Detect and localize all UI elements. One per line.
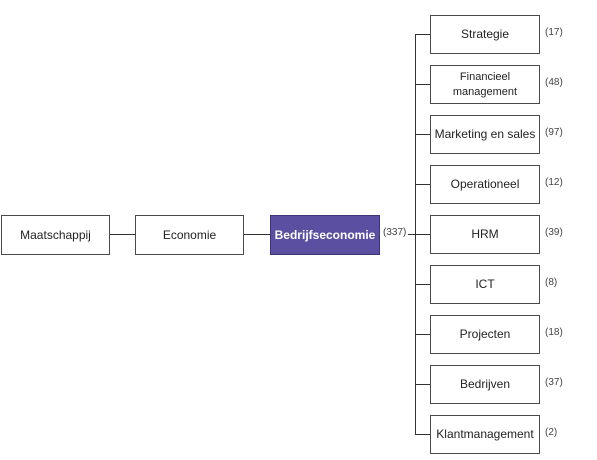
branch-line bbox=[416, 384, 430, 385]
child-node[interactable]: Financieel management bbox=[430, 65, 540, 104]
child-count: (17) bbox=[545, 27, 563, 38]
connector-line bbox=[408, 234, 416, 235]
child-count: (39) bbox=[545, 227, 563, 238]
child-count: (37) bbox=[545, 377, 563, 388]
child-node-label: Marketing en sales bbox=[434, 127, 536, 141]
child-node[interactable]: Operationeel bbox=[430, 165, 540, 204]
connector-line bbox=[110, 234, 135, 235]
node-label: Maatschappij bbox=[20, 227, 91, 242]
node-maatschappij[interactable]: Maatschappij bbox=[1, 215, 110, 255]
child-node[interactable]: HRM bbox=[430, 215, 540, 254]
node-economie[interactable]: Economie bbox=[135, 215, 244, 255]
node-bedrijfseconomie-current[interactable]: Bedrijfseconomie bbox=[270, 215, 380, 255]
child-count: (48) bbox=[545, 77, 563, 88]
child-node-label: Financieel management bbox=[452, 70, 518, 98]
branch-line bbox=[416, 34, 430, 35]
child-node[interactable]: Projecten bbox=[430, 315, 540, 354]
child-node-label: HRM bbox=[471, 227, 499, 241]
child-node[interactable]: Bedrijven bbox=[430, 365, 540, 404]
current-count: (337) bbox=[383, 227, 407, 238]
connector-line bbox=[244, 234, 270, 235]
child-node[interactable]: Strategie bbox=[430, 15, 540, 54]
child-count: (2) bbox=[545, 427, 558, 438]
child-node[interactable]: ICT bbox=[430, 265, 540, 304]
branch-line bbox=[416, 234, 430, 235]
branch-trunk bbox=[415, 34, 416, 435]
branch-line bbox=[416, 334, 430, 335]
child-node-label: Bedrijven bbox=[459, 377, 511, 391]
child-node-label: Projecten bbox=[459, 327, 511, 341]
branch-line bbox=[416, 84, 430, 85]
child-node-label: Operationeel bbox=[450, 177, 520, 191]
node-label: Economie bbox=[162, 227, 217, 242]
child-count: (18) bbox=[545, 327, 563, 338]
child-node[interactable]: Marketing en sales bbox=[430, 115, 540, 154]
node-label: Bedrijfseconomie bbox=[274, 227, 376, 242]
branch-line bbox=[416, 184, 430, 185]
child-node-label: Klantmanagement bbox=[436, 427, 534, 441]
branch-line bbox=[416, 434, 430, 435]
child-node-label: ICT bbox=[475, 277, 495, 291]
child-count: (12) bbox=[545, 177, 563, 188]
child-node[interactable]: Klantmanagement bbox=[430, 415, 540, 454]
child-count: (8) bbox=[545, 277, 558, 288]
branch-line bbox=[416, 284, 430, 285]
child-count: (97) bbox=[545, 127, 563, 138]
child-node-label: Strategie bbox=[460, 27, 510, 41]
branch-line bbox=[416, 134, 430, 135]
